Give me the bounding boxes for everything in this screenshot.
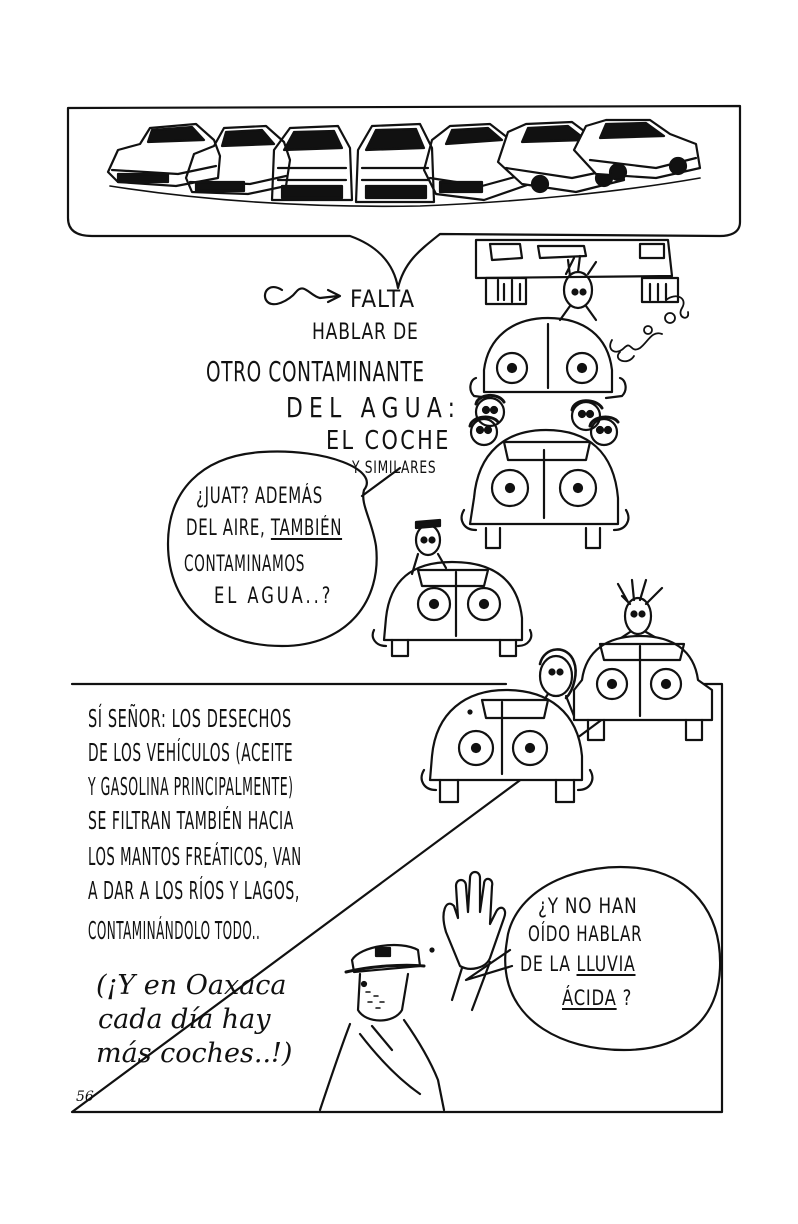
acid-rain-line: OÍDO HABLAR: [528, 922, 643, 946]
explanation-line: DE LOS VEHÍCULOS (ACEITE: [88, 738, 294, 767]
truck-illustration: [474, 238, 680, 306]
crowded-car-2: [460, 428, 630, 550]
narration-line: DEL AGUA:: [286, 391, 462, 424]
aside-line: más coches..!): [96, 1038, 293, 1069]
aside-line: (¡Y en Oaxaca: [96, 970, 287, 1001]
parked-cars-illustration: [106, 118, 702, 208]
car-lot-balloon: [66, 104, 742, 290]
car-with-woman: [420, 648, 594, 804]
acid-rain-line: DE LA LLUVIA: [520, 954, 636, 975]
explanation-line: Y GASOLINA PRINCIPALMENTE): [88, 772, 294, 801]
narration-line: Y SIMILARES: [352, 458, 437, 478]
question-line: DEL AIRE, TAMBIÉN: [186, 518, 342, 540]
car-with-punk: [572, 578, 714, 742]
traffic-officer: [318, 870, 507, 1112]
acid-rain-fragment: ?: [616, 986, 633, 1010]
acid-rain-line: ¿Y NO HAN: [538, 894, 638, 918]
explanation-line: SE FILTRAN TAMBIÉN HACIA: [88, 806, 294, 835]
speech-balloon-question: [166, 450, 402, 648]
question-line: ¿JUAT? ADEMÁS: [196, 484, 323, 509]
acid-rain-emphasis: ÁCIDA: [562, 986, 617, 1010]
question-emphasis: TAMBIÉN: [270, 516, 343, 541]
acid-rain-emphasis: LLUVIA: [576, 952, 636, 976]
passenger-heads: [468, 394, 620, 447]
explanation-line: CONTAMINÁNDOLO TODO..: [88, 916, 261, 945]
crowded-car-1: [469, 254, 627, 400]
explanation-line: LOS MANTOS FREÁTICOS, VAN: [88, 842, 302, 871]
question-line: EL AGUA..?: [214, 584, 334, 609]
narration-line: FALTA: [350, 285, 416, 313]
exhaust-smoke: [609, 295, 689, 363]
ink-dot: [429, 947, 435, 953]
explanation-line: SÍ SEÑOR: LOS DESECHOS: [88, 704, 292, 733]
small-car-boy: [371, 518, 533, 658]
aside-line: cada día hay: [98, 1004, 271, 1035]
question-line: CONTAMINAMOS: [184, 552, 305, 577]
acid-rain-fragment: DE LA: [520, 952, 577, 976]
narration-line: EL COCHE: [326, 426, 451, 456]
curly-arrow: [263, 285, 342, 306]
explanation-line: A DAR A LOS RÍOS Y LAGOS,: [88, 876, 300, 905]
ink-dot: [467, 709, 473, 715]
question-fragment: DEL AIRE,: [186, 516, 271, 541]
narration-line: OTRO CONTAMINANTE: [206, 355, 425, 388]
acid-rain-line: ÁCIDA ?: [562, 988, 632, 1009]
page-number: 56: [76, 1089, 94, 1105]
narration-line: HABLAR DE: [312, 320, 419, 345]
speech-balloon-acid-rain: [464, 866, 722, 1052]
